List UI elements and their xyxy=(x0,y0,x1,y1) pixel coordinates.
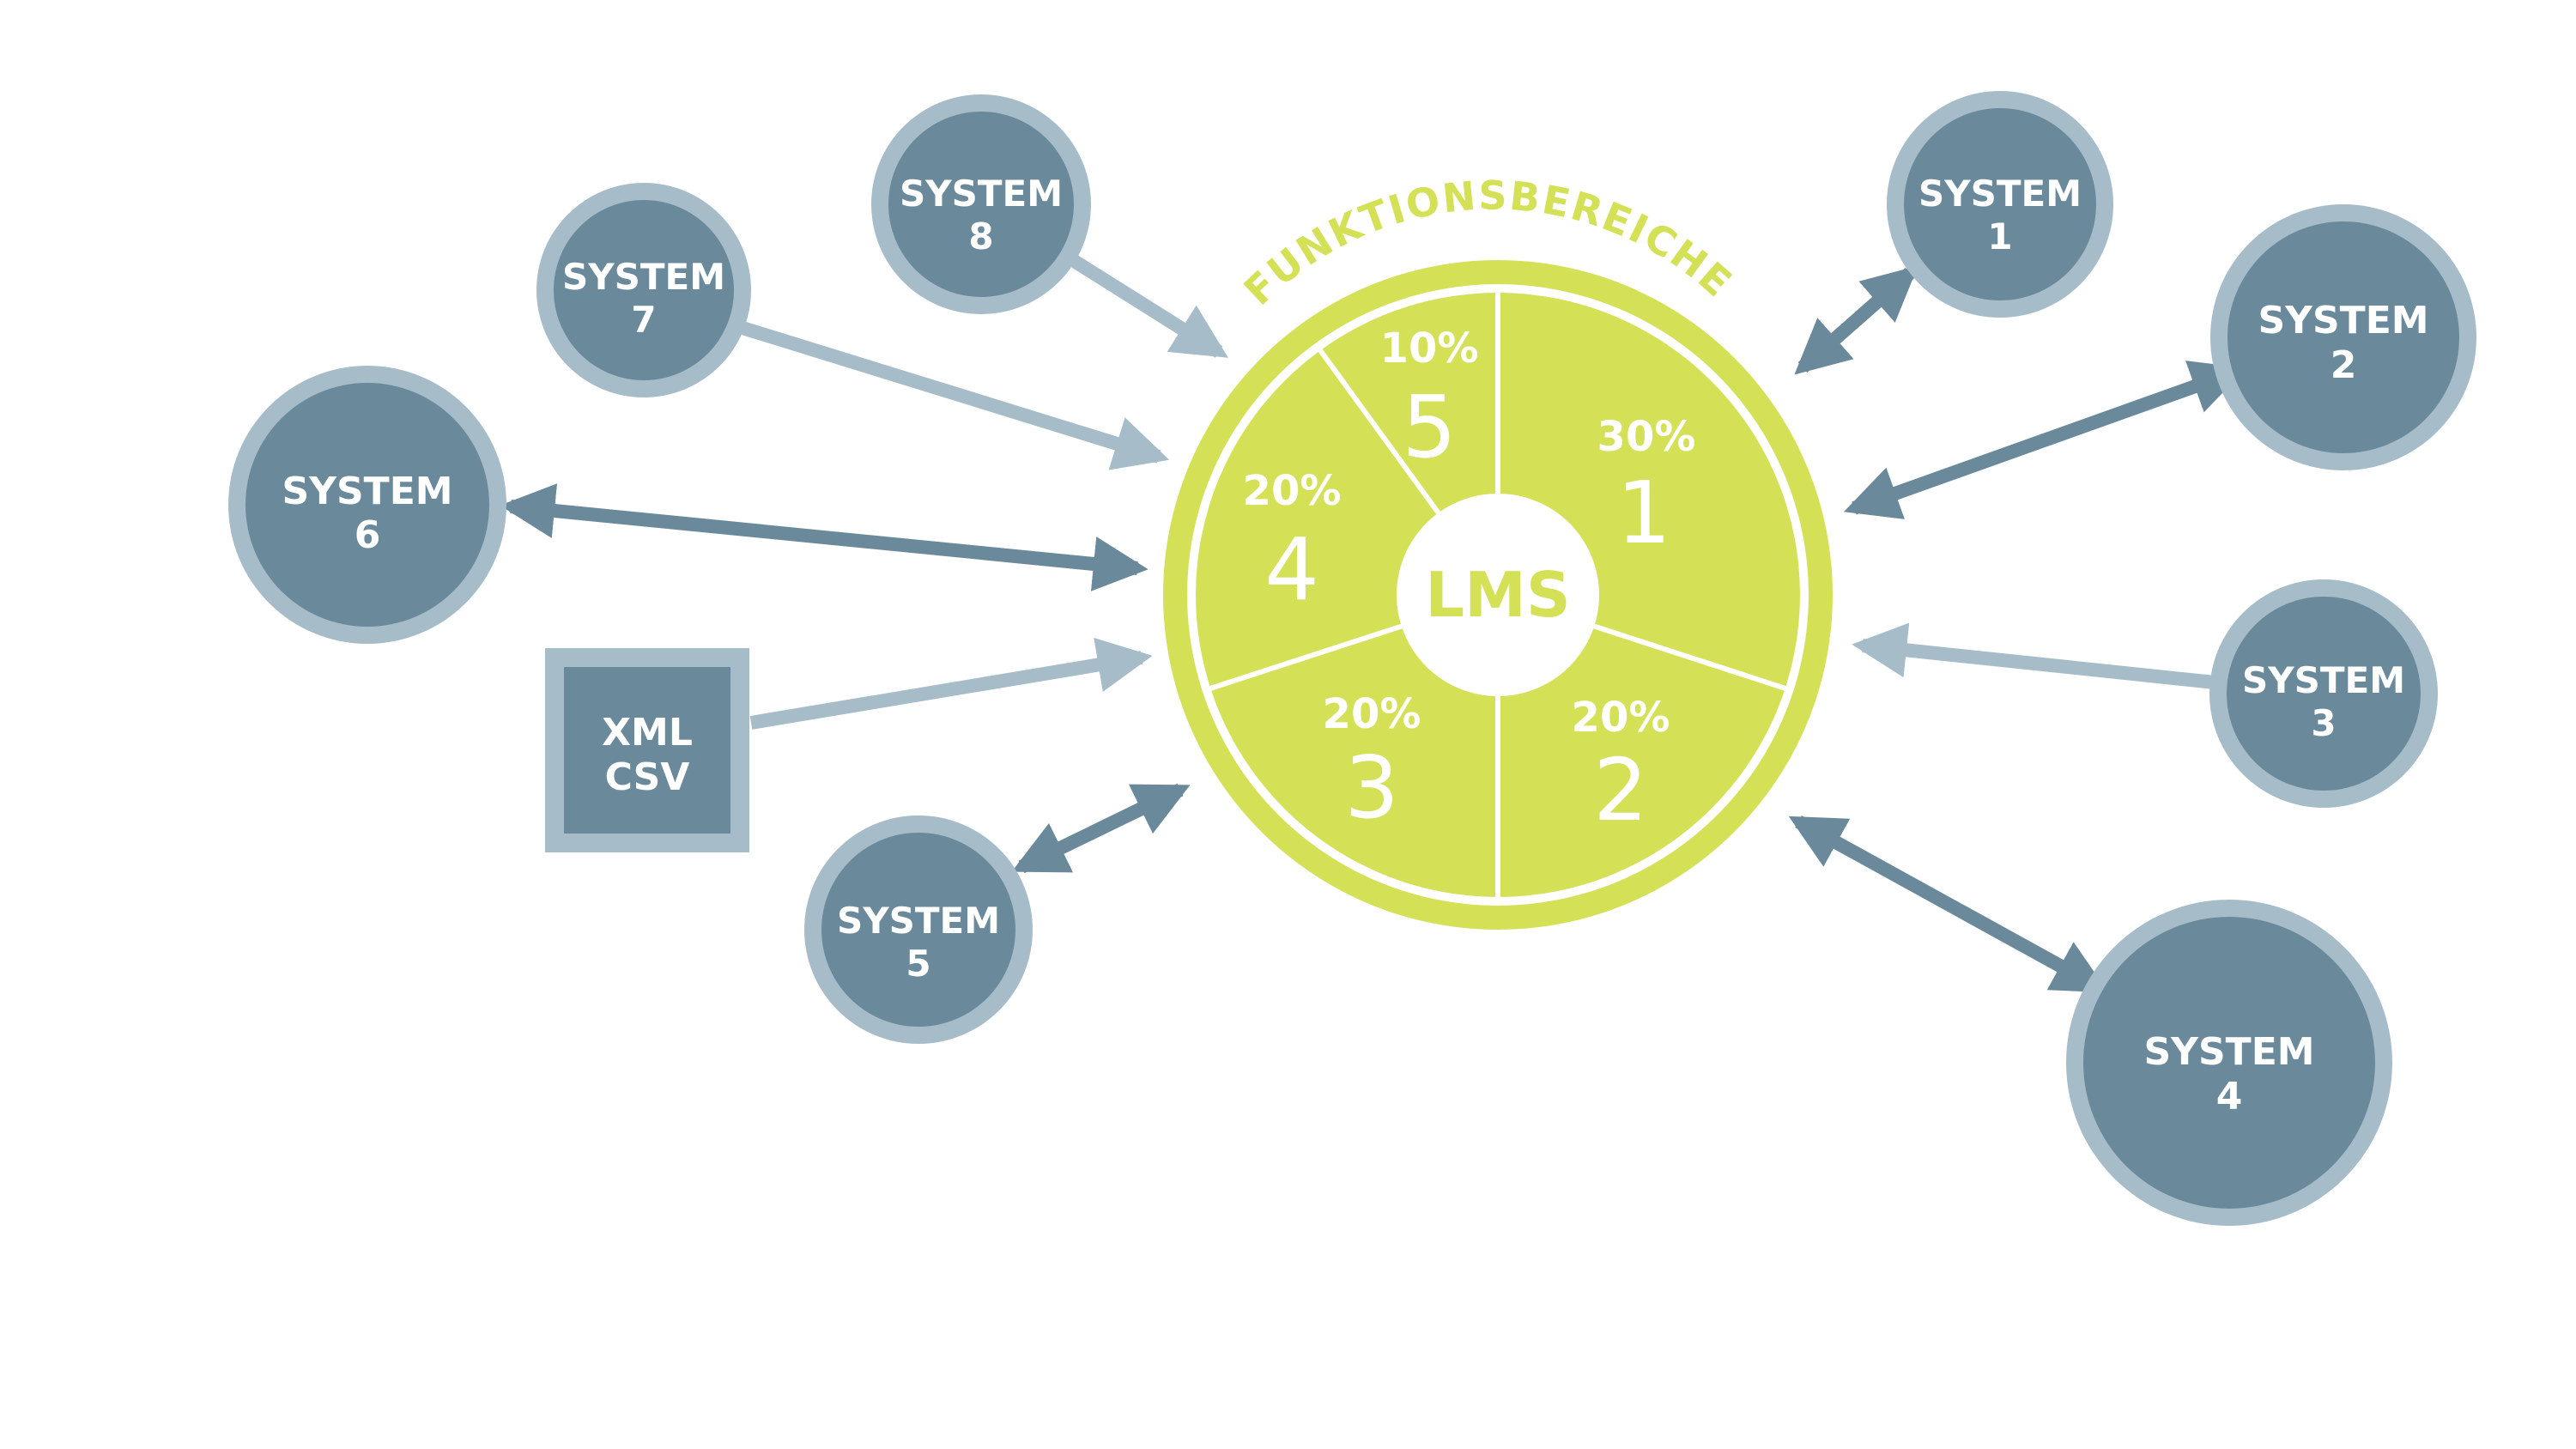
segment-2-number: 2 xyxy=(1593,740,1648,840)
segment-1-number: 1 xyxy=(1616,463,1671,563)
system-8-number: 8 xyxy=(968,215,993,258)
system-3-label: SYSTEM xyxy=(2242,659,2405,701)
segment-5-percent: 10% xyxy=(1380,324,1479,373)
lms-center xyxy=(1397,494,1599,696)
system-8-label: SYSTEM xyxy=(900,173,1063,215)
segment-2-percent: 20% xyxy=(1572,694,1670,742)
system-node-8: SYSTEM 8 xyxy=(871,94,1091,314)
segment-1: 30% 1 xyxy=(1597,413,1696,563)
arrow-system-8 xyxy=(1064,252,1228,358)
arrow-system-5 xyxy=(1011,783,1191,874)
segment-1-percent: 30% xyxy=(1597,413,1696,461)
system-4-number: 4 xyxy=(2216,1075,2243,1119)
system-6-label: SYSTEM xyxy=(282,470,452,513)
segment-3: 20% 3 xyxy=(1323,690,1421,838)
system-node-6: SYSTEM 6 xyxy=(228,366,506,644)
system-3-number: 3 xyxy=(2311,702,2336,744)
system-5-number: 5 xyxy=(906,943,930,985)
segment-4-percent: 20% xyxy=(1243,467,1342,515)
segment-4-number: 4 xyxy=(1264,519,1319,620)
lms-label: LMS xyxy=(1425,559,1570,631)
arrow-file-import xyxy=(749,637,1153,730)
system-node-3: SYSTEM 3 xyxy=(2209,579,2438,808)
system-node-4: SYSTEM 4 xyxy=(2066,900,2392,1226)
lms-hub: LMS FUNKTIONSBEREICHE 30% 1 20% 2 20% 3 … xyxy=(1163,173,1833,930)
system-6-number: 6 xyxy=(355,513,381,557)
connection-arrows xyxy=(500,252,2247,994)
arrow-system-1 xyxy=(1794,265,1918,375)
system-node-5: SYSTEM 5 xyxy=(804,815,1033,1044)
system-node-7: SYSTEM 7 xyxy=(536,183,751,397)
system-2-number: 2 xyxy=(2331,343,2357,387)
arrow-system-7 xyxy=(740,321,1170,470)
segment-5: 10% 5 xyxy=(1380,324,1479,477)
file-import-xml: XML xyxy=(602,711,693,755)
arrow-system-3 xyxy=(1852,622,2215,689)
segment-3-percent: 20% xyxy=(1323,690,1421,738)
file-import-csv: CSV xyxy=(605,755,690,799)
system-2-label: SYSTEM xyxy=(2258,299,2428,343)
system-5-label: SYSTEM xyxy=(837,900,1000,942)
segment-5-number: 5 xyxy=(1402,377,1457,477)
arrow-system-2 xyxy=(1843,361,2247,519)
system-1-label: SYSTEM xyxy=(1918,173,2082,215)
arrow-system-6 xyxy=(500,483,1149,591)
segment-2: 20% 2 xyxy=(1572,694,1670,840)
system-1-number: 1 xyxy=(1987,215,2012,258)
segment-4: 20% 4 xyxy=(1243,467,1342,620)
file-import-node: XML CSV xyxy=(545,648,749,852)
segment-3-number: 3 xyxy=(1344,737,1399,838)
arrow-system-4 xyxy=(1788,815,2109,994)
system-nodes: SYSTEM 1 SYSTEM 2 SYSTEM 3 SYSTEM 4 SYST… xyxy=(228,91,2476,1226)
system-node-2: SYSTEM 2 xyxy=(2210,204,2476,470)
system-7-number: 7 xyxy=(631,299,656,341)
system-node-1: SYSTEM 1 xyxy=(1887,91,2113,318)
system-4-label: SYSTEM xyxy=(2143,1030,2314,1074)
system-7-label: SYSTEM xyxy=(562,256,725,298)
